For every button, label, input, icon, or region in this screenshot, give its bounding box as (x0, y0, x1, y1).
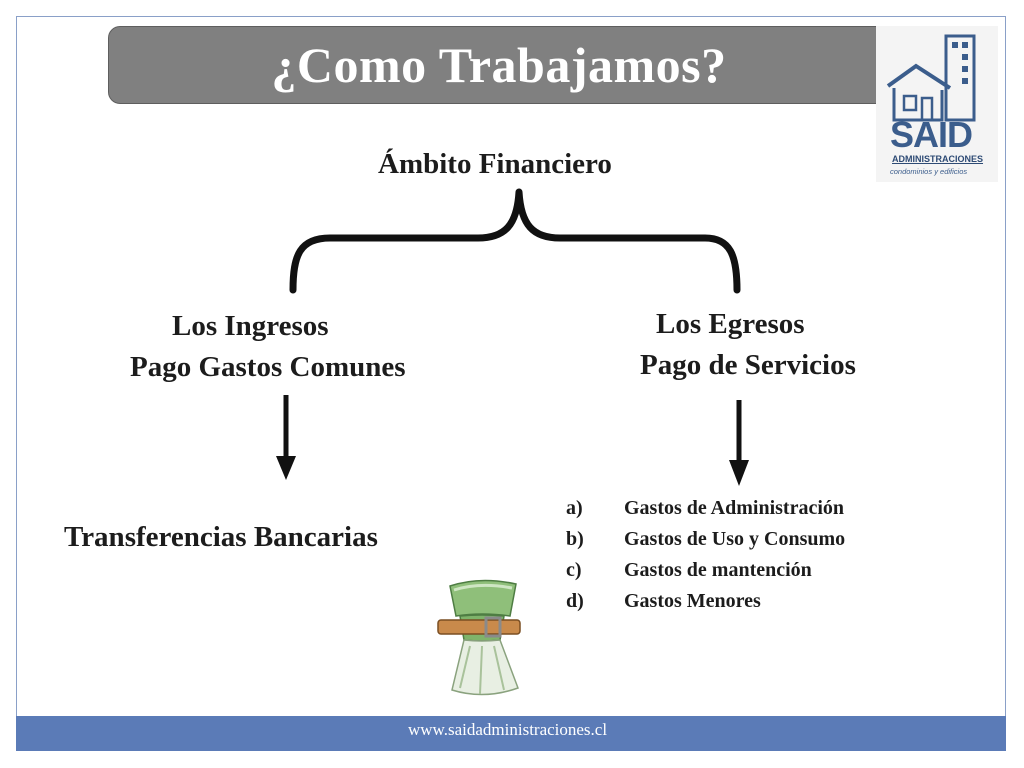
list-item: c) Gastos de mantención (566, 555, 845, 586)
list-label: Gastos de mantención (624, 559, 812, 581)
right-arrow-head-icon (729, 460, 749, 486)
left-branch-result: Transferencias Bancarias (64, 521, 378, 553)
left-branch-title: Los Ingresos (172, 310, 329, 342)
logo-name: SAID (890, 114, 973, 155)
logo-tagline: condominios y edificios (890, 167, 968, 176)
curly-brace (289, 188, 741, 294)
expense-list: a) Gastos de Administración b) Gastos de… (566, 493, 845, 617)
financial-heading: Ámbito Financiero (378, 148, 612, 180)
list-item: b) Gastos de Uso y Consumo (566, 524, 845, 555)
list-item: d) Gastos Menores (566, 586, 845, 617)
building-house-logo-icon (886, 34, 976, 122)
list-marker: d) (566, 590, 584, 612)
money-bundle-icon (437, 579, 521, 696)
list-item: a) Gastos de Administración (566, 493, 845, 524)
left-branch-subtitle: Pago Gastos Comunes (130, 351, 406, 383)
title-banner: ¿Como Trabajamos? (108, 26, 890, 104)
right-branch-subtitle: Pago de Servicios (640, 349, 856, 381)
right-branch-title: Los Egresos (656, 308, 805, 340)
list-label: Gastos Menores (624, 590, 761, 612)
list-marker: c) (566, 559, 582, 581)
list-label: Gastos de Uso y Consumo (624, 528, 846, 550)
footer-url[interactable]: www.saidadministraciones.cl (408, 720, 608, 739)
slide-title: ¿Como Trabajamos? (271, 37, 727, 93)
left-arrow-head-icon (276, 456, 296, 480)
footer-bar (16, 716, 1006, 751)
logo-subtitle: ADMINISTRACIONES (892, 154, 984, 164)
list-label: Gastos de Administración (624, 497, 845, 519)
list-marker: a) (566, 497, 583, 519)
list-marker: b) (566, 528, 584, 550)
company-logo: SAID ADMINISTRACIONES condominios y edif… (876, 26, 998, 182)
